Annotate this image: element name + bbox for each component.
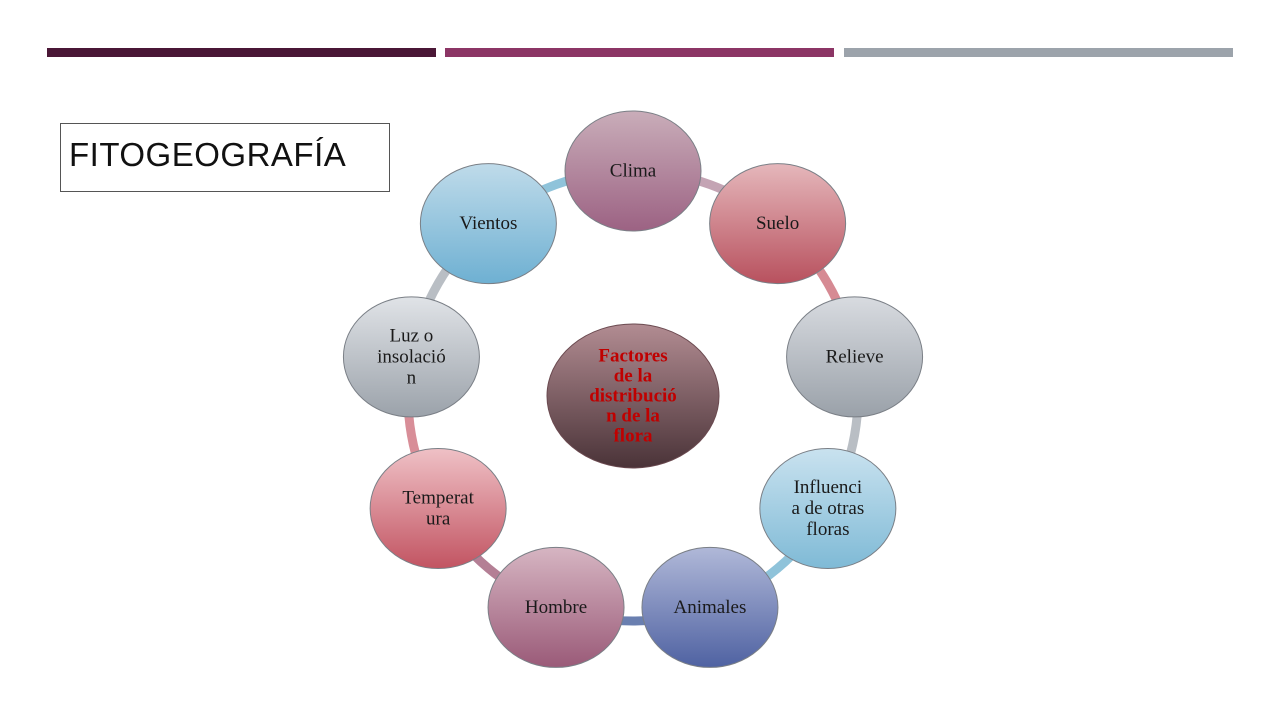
node-ellipse: [342, 296, 480, 418]
label-line: Vientos: [459, 213, 517, 234]
node-clima: Clima: [564, 110, 702, 232]
label-line: a de otras: [791, 498, 864, 519]
label-line: Temperat: [402, 488, 474, 509]
label-line: Luz o: [390, 325, 434, 346]
label-line: Animales: [674, 597, 747, 618]
center-ellipse: [546, 323, 720, 469]
label-line: n de la: [606, 406, 660, 427]
node-ellipse: [369, 448, 507, 569]
label-line: n: [407, 367, 417, 388]
node-hombre: Hombre: [487, 546, 625, 668]
label-line: Factores: [598, 346, 667, 367]
label-line: ura: [426, 509, 451, 530]
node-ellipse: [759, 448, 897, 569]
top-accent-bar-2: [445, 48, 834, 57]
label-line: Influenci: [794, 477, 863, 498]
top-accent-bar-1: [47, 48, 436, 57]
label-line: floras: [806, 519, 849, 540]
node-ellipse: [419, 163, 557, 285]
label-line: Hombre: [525, 597, 587, 618]
label-line: Suelo: [756, 213, 799, 234]
title-box: FITOGEOGRAFÍA: [60, 123, 390, 192]
node-ellipse: [709, 163, 847, 285]
node-vientos: Vientos: [419, 163, 557, 285]
node-relieve: Relieve: [786, 296, 924, 418]
node-ellipse: [564, 110, 702, 232]
node-ellipse: [641, 546, 779, 668]
label-line: flora: [613, 426, 653, 447]
top-accent-bar-3: [844, 48, 1233, 57]
slide-title: FITOGEOGRAFÍA: [69, 136, 347, 173]
label-line: insolació: [377, 346, 446, 367]
node-suelo: Suelo: [709, 163, 847, 285]
label-line: distribució: [589, 386, 677, 407]
node-ellipse: [487, 546, 625, 668]
label-line: de la: [614, 366, 653, 387]
label-line: Relieve: [826, 346, 884, 367]
node-ellipse: [786, 296, 924, 418]
label-line: Clima: [610, 161, 657, 182]
node-animales: Animales: [641, 546, 779, 668]
